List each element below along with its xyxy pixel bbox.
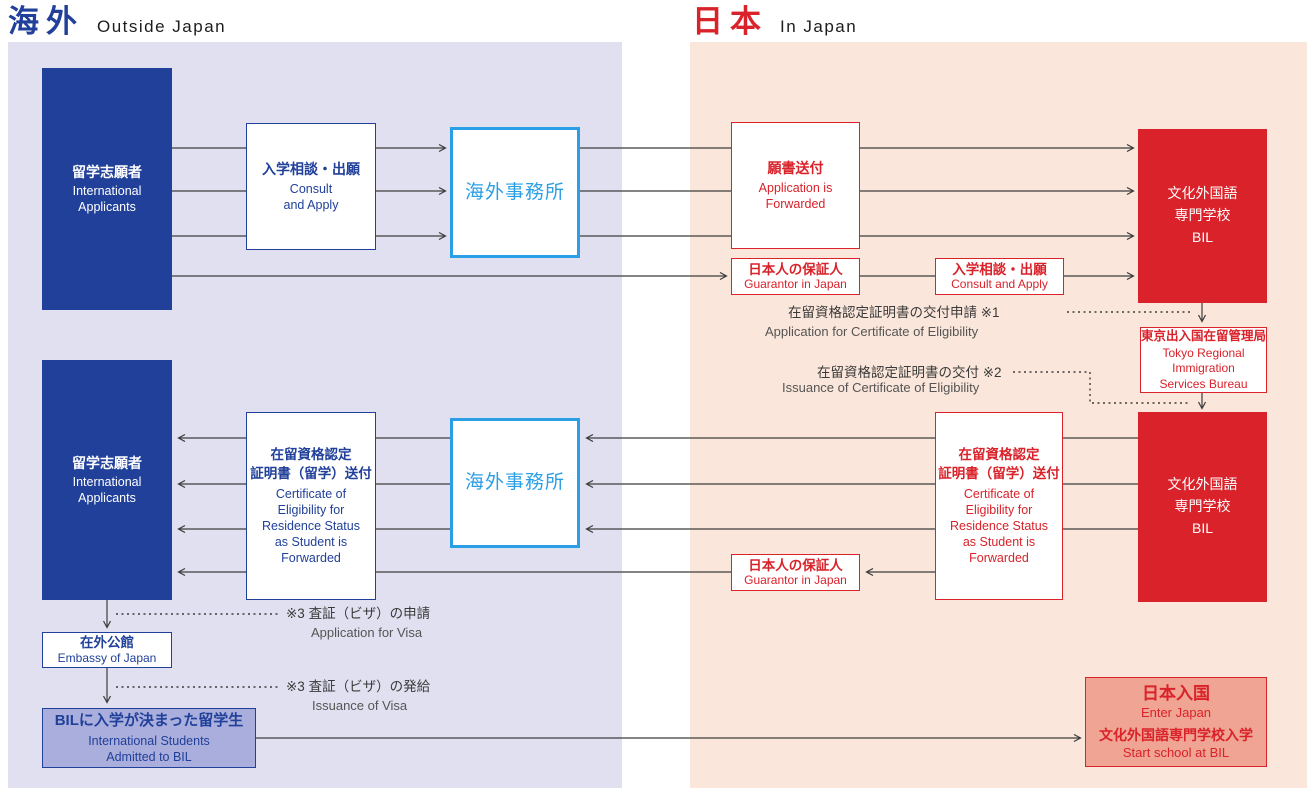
overseas-office-jp: 海外事務所 bbox=[464, 181, 565, 203]
bil-school-box-1: 文化外国語 専門学校 BIL bbox=[1138, 129, 1267, 303]
visa-issuance-note-jp: ※3 査証（ビザ）の発給 bbox=[286, 679, 431, 694]
intl-applicants-jp: 留学志願者 bbox=[72, 454, 142, 471]
consult-apply-box-right: 入学相談・出願 Consult and Apply bbox=[935, 258, 1064, 295]
enter-japan-en: Enter Japan bbox=[1140, 705, 1212, 721]
intl-applicants-box-2: 留学志願者 International Applicants bbox=[42, 360, 172, 600]
enter-japan-box: 日本入国 Enter Japan 文化外国語専門学校入学 Start schoo… bbox=[1085, 677, 1267, 767]
intl-applicants-en: International Applicants bbox=[72, 475, 142, 506]
admitted-students-en: International Students Admitted to BIL bbox=[88, 734, 210, 765]
coe-issuance-note-en: Issuance of Certificate of Eligibility bbox=[782, 380, 980, 395]
consult-apply-en: Consult and Apply bbox=[951, 277, 1048, 292]
guarantor-box-2: 日本人の保証人 Guarantor in Japan bbox=[731, 554, 860, 591]
immigration-bureau-jp: 東京出入国在留管理局 bbox=[1141, 329, 1267, 344]
enter-japan-jp: 日本入国 bbox=[1142, 683, 1210, 703]
application-forwarded-jp: 願書送付 bbox=[767, 160, 824, 177]
certificate-forwarded-en: Certificate of Eligibility for Residence… bbox=[950, 486, 1048, 565]
bil-school-box-2: 文化外国語 専門学校 BIL bbox=[1138, 412, 1267, 602]
guarantor-jp: 日本人の保証人 bbox=[748, 557, 843, 573]
overseas-office-box-1: 海外事務所 bbox=[450, 127, 580, 258]
start-school-jp: 文化外国語専門学校入学 bbox=[1099, 727, 1253, 744]
guarantor-box-1: 日本人の保証人 Guarantor in Japan bbox=[731, 258, 860, 295]
guarantor-en: Guarantor in Japan bbox=[744, 277, 847, 292]
intl-applicants-box-1: 留学志願者 International Applicants bbox=[42, 68, 172, 310]
guarantor-en: Guarantor in Japan bbox=[744, 573, 847, 588]
consult-apply-jp: 入学相談・出願 bbox=[262, 161, 360, 178]
guarantor-jp: 日本人の保証人 bbox=[748, 261, 843, 277]
intl-applicants-en: International Applicants bbox=[72, 184, 142, 215]
overseas-office-box-2: 海外事務所 bbox=[450, 418, 580, 548]
certificate-forwarded-jp: 在留資格認定 証明書（留学）送付 bbox=[250, 447, 372, 481]
embassy-en: Embassy of Japan bbox=[57, 650, 157, 665]
embassy-box: 在外公館 Embassy of Japan bbox=[42, 632, 172, 668]
start-school-en: Start school at BIL bbox=[1122, 745, 1230, 761]
certificate-forwarded-box-right: 在留資格認定 証明書（留学）送付 Certificate of Eligibil… bbox=[935, 412, 1063, 600]
consult-apply-box-left: 入学相談・出願 Consult and Apply bbox=[246, 123, 376, 250]
immigration-bureau-box: 東京出入国在留管理局 Tokyo Regional Immigration Se… bbox=[1140, 327, 1267, 393]
bil-school-jp: 文化外国語 専門学校 BIL bbox=[1167, 476, 1238, 536]
immigration-bureau-en: Tokyo Regional Immigration Services Bure… bbox=[1159, 345, 1248, 391]
intl-applicants-jp: 留学志願者 bbox=[72, 163, 142, 180]
visa-application-note-en: Application for Visa bbox=[311, 625, 423, 640]
certificate-forwarded-jp: 在留資格認定 証明書（留学）送付 bbox=[938, 447, 1060, 481]
embassy-jp: 在外公館 bbox=[80, 635, 134, 651]
outside-japan-title-en: Outside Japan bbox=[97, 17, 227, 36]
coe-application-note-jp: 在留資格認定証明書の交付申請 ※1 bbox=[788, 305, 1000, 320]
admitted-students-jp: BILに入学が決まった留学生 bbox=[54, 711, 244, 729]
application-forwarded-box: 願書送付 Application is Forwarded bbox=[731, 122, 860, 249]
in-japan-title-en: In Japan bbox=[780, 17, 858, 36]
coe-issuance-note-jp: 在留資格認定証明書の交付 ※2 bbox=[817, 365, 1002, 380]
bil-school-jp: 文化外国語 専門学校 BIL bbox=[1167, 185, 1238, 245]
outside-japan-title-jp: 海外 bbox=[8, 4, 84, 39]
certificate-forwarded-en: Certificate of Eligibility for Residence… bbox=[262, 486, 360, 565]
coe-application-note-en: Application for Certificate of Eligibili… bbox=[765, 324, 979, 339]
application-forwarded-en: Application is Forwarded bbox=[758, 180, 833, 211]
certificate-forwarded-box-left: 在留資格認定 証明書（留学）送付 Certificate of Eligibil… bbox=[246, 412, 376, 600]
admitted-students-box: BILに入学が決まった留学生 International Students Ad… bbox=[42, 708, 256, 768]
visa-issuance-note-en: Issuance of Visa bbox=[312, 698, 408, 713]
visa-application-note-jp: ※3 査証（ビザ）の申請 bbox=[286, 606, 431, 621]
overseas-office-jp: 海外事務所 bbox=[464, 472, 565, 494]
consult-apply-jp: 入学相談・出願 bbox=[952, 261, 1047, 277]
consult-apply-en: Consult and Apply bbox=[283, 181, 339, 212]
in-japan-title-jp: 日本 bbox=[692, 4, 768, 39]
